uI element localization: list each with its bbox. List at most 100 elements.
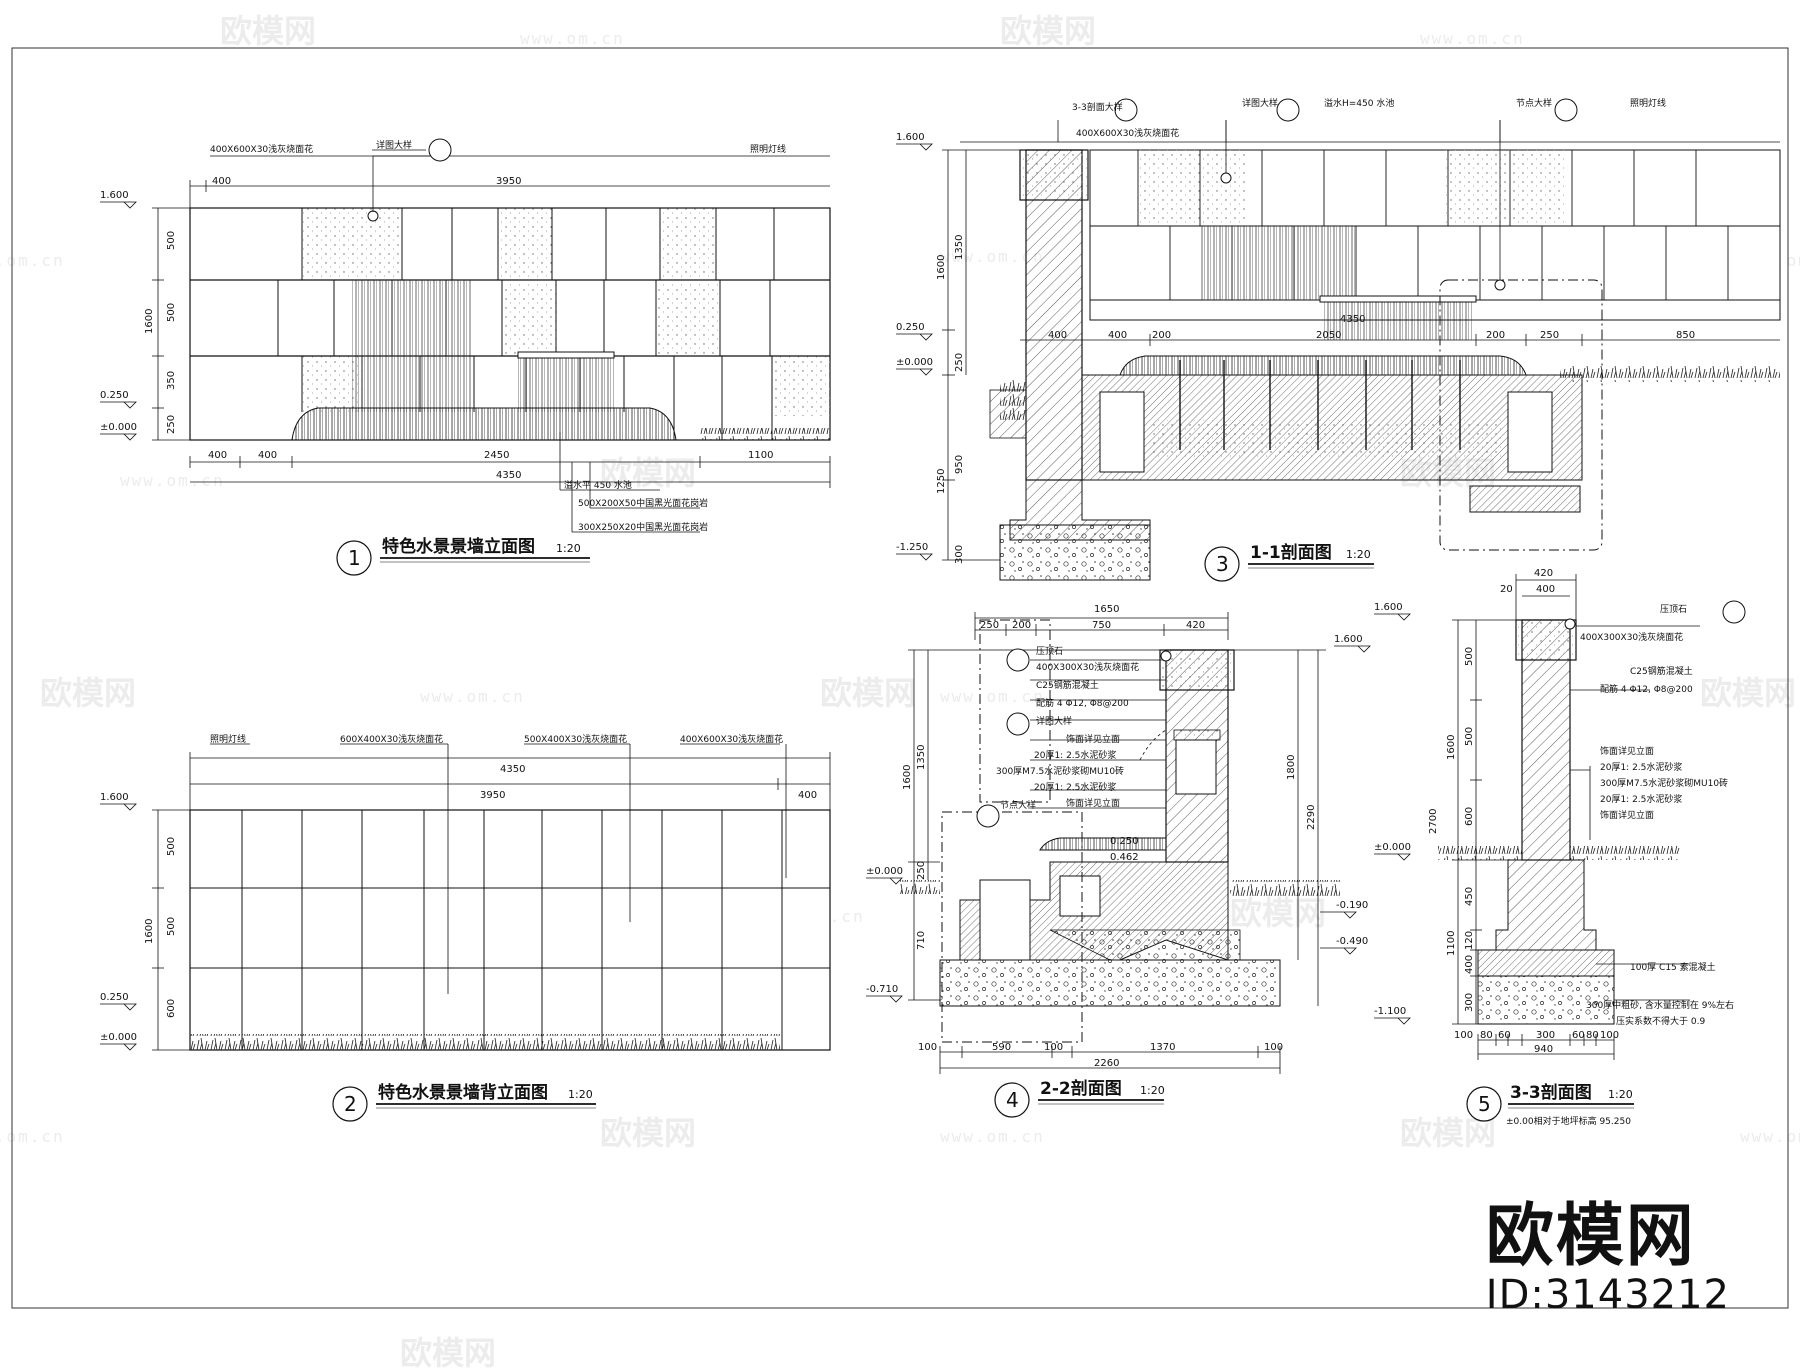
v3-dim-1250: 1250 (936, 469, 947, 494)
v5-level-top: 1.600 (1374, 602, 1403, 613)
v1-note-stone-b: 300X250X20中国黑光面花岗岩 (578, 521, 708, 533)
v3-dim-200b: 200 (1486, 330, 1505, 341)
watermark-url: www.om.cn (940, 687, 1045, 706)
watermark-brand: 欧模网 (600, 1114, 696, 1152)
v5-title: 3-3剖面图 (1510, 1082, 1592, 1103)
v3-dim-400b: 400 (1108, 330, 1127, 341)
v1-dim-h1600: 1600 (144, 309, 155, 334)
v4-note-concrete: C25钢筋混凝土 (1036, 679, 1099, 691)
v5-dim-b80b: 80 (1586, 1030, 1599, 1041)
v4-dim-1600: 1600 (902, 765, 913, 790)
v4-note-mortar2: 20厚1: 2.5水泥砂浆 (1034, 781, 1116, 793)
v1-dim-total: 4350 (496, 470, 521, 481)
v5-dim-b940: 940 (1534, 1044, 1553, 1055)
v1-dim-h500: 500 (166, 231, 177, 250)
v1-level-zero: ±0.000 (100, 422, 137, 433)
v4-level-low: -0.710 (866, 984, 898, 995)
watermark-url: www.om.cn (0, 1127, 65, 1146)
v5-dim-2700: 2700 (1428, 809, 1439, 834)
v1-note-detail: 详图大样 (376, 139, 412, 151)
v3-title-number: 3 (1216, 552, 1229, 576)
watermark-brand: 欧模网 (220, 12, 316, 50)
v1-note-stone: 400X600X30浅灰烧面花 (210, 143, 313, 155)
v4-dim-750: 750 (1092, 620, 1111, 631)
v4-dim-100a: 100 (918, 1042, 937, 1053)
v5-dim-20: 20 (1500, 584, 1513, 595)
v5-dim-b80a: 80 (1480, 1030, 1493, 1041)
v4-note-rebar: 配筋 4 Φ12, Φ8@200 (1036, 697, 1129, 709)
v5-dim-b60a: 60 (1498, 1030, 1511, 1041)
v3-scale: 1:20 (1346, 548, 1371, 561)
v3-dim-2050: 2050 (1316, 330, 1341, 341)
v4-note-mortar1: 20厚1: 2.5水泥砂浆 (1034, 749, 1116, 761)
v5-dim-1600: 1600 (1446, 735, 1457, 760)
v4-dim-2290: 2290 (1306, 805, 1317, 830)
v5-title-number: 5 (1478, 1092, 1491, 1116)
v3-level-mid: 0.250 (896, 322, 925, 333)
v3-note-lamp: 照明灯线 (1630, 97, 1666, 109)
v3-dim-1350: 1350 (954, 235, 965, 260)
v1-dim-b400b: 400 (258, 450, 277, 461)
v5-note-concrete: C25钢筋混凝土 (1630, 665, 1693, 677)
v4-dim-1350: 1350 (916, 745, 927, 770)
v5-note-mortar1: 20厚1: 2.5水泥砂浆 (1600, 761, 1682, 773)
brand-watermark: 欧模网 ID:3143212 (1486, 1203, 1730, 1319)
v2-dim-h500b: 500 (166, 917, 177, 936)
v3-note-stone: 400X600X30浅灰烧面花 (1076, 127, 1179, 139)
watermark-brand: 欧模网 (1230, 894, 1326, 932)
v3-note-pool: 溢水H=450 水池 (1324, 97, 1394, 109)
watermark-url: www.om.cn (420, 687, 525, 706)
v5-dim-b100b: 100 (1600, 1030, 1619, 1041)
v2-level-mid: 0.250 (100, 992, 129, 1003)
v5-dim-b60b: 60 (1572, 1030, 1585, 1041)
v4-dim-250: 250 (980, 620, 999, 631)
v2-dim-h600: 600 (166, 999, 177, 1018)
v4-title: 2-2剖面图 (1040, 1078, 1122, 1099)
v2-level-zero: ±0.000 (100, 1032, 137, 1043)
v5-note-compact: 压实系数不得大于 0.9 (1616, 1015, 1705, 1027)
v2-dim-total: 4350 (500, 764, 525, 775)
v4-note-finish2: 饰面详见立面 (1066, 797, 1120, 809)
v2-note-stone3: 400X600X30浅灰烧面花 (680, 733, 783, 745)
v2-dim-400: 400 (798, 790, 817, 801)
v4-level-top: 1.600 (1334, 634, 1363, 645)
brand-name: 欧模网 (1485, 1197, 1696, 1276)
v1-level-mid: 0.250 (100, 390, 129, 401)
v3-dim-4350: 4350 (1340, 314, 1365, 325)
view-4-section-2-2: 1.600 ±0.000 -0.710 0.250 0.462 -0.190 -… (866, 604, 1371, 1118)
v4-dim-1650: 1650 (1094, 604, 1119, 615)
v5-note-rebar: 配筋 4 Φ12, Φ8@200 (1600, 683, 1693, 695)
v4-note-coping: 压顶石 (1036, 646, 1063, 657)
v4-dim-420: 420 (1186, 620, 1205, 631)
v4-dim-1800: 1800 (1286, 755, 1297, 780)
view-2-back-elevation: 1.600 0.250 ±0.000 照明灯线 600X400X30浅灰烧面花 … (100, 733, 831, 1122)
v4-scale: 1:20 (1140, 1084, 1165, 1097)
view-3-section-1-1: 1.600 0.250 ±0.000 -1.250 3-3剖面大样 400X60… (896, 97, 1781, 582)
watermark-url: www.om.cn (940, 1127, 1045, 1146)
v5-dim-600: 600 (1464, 807, 1475, 826)
v5-dim-420: 420 (1534, 568, 1553, 579)
v5-note-c15: 100厚 C15 素混凝土 (1630, 961, 1716, 973)
v1-dim-b2450: 2450 (484, 450, 509, 461)
v5-note-mortar2: 20厚1: 2.5水泥砂浆 (1600, 793, 1682, 805)
v2-note-stone1: 600X400X30浅灰烧面花 (340, 733, 443, 745)
v2-scale: 1:20 (568, 1088, 593, 1101)
v4-level-zero: ±0.000 (866, 866, 903, 877)
v3-dim-250: 250 (954, 353, 965, 372)
v5-dim-450: 450 (1464, 887, 1475, 906)
v4-note-node: 节点大样 (1000, 799, 1036, 811)
v1-note-lamp: 照明灯线 (750, 143, 786, 155)
view-5-section-3-3: 1.600 ±0.000 -1.100 420 20 400 500 1600 … (1374, 568, 1746, 1127)
v1-note-pool: 溢水平 450 水池 (564, 479, 632, 491)
v4-dim-590: 590 (992, 1042, 1011, 1053)
v2-dim-3950: 3950 (480, 790, 505, 801)
watermark-brand: 欧模网 (40, 674, 136, 712)
view-1-front-elevation: 1.600 0.250 ±0.000 400 3950 500 500 1600… (100, 138, 831, 576)
watermark-brand: 欧模网 (400, 1334, 496, 1371)
watermark-brand: 欧模网 (600, 454, 696, 492)
v5-dim-b100a: 100 (1454, 1030, 1473, 1041)
v3-title: 1-1剖面图 (1250, 542, 1332, 563)
v3-level-low: -1.250 (896, 542, 928, 553)
v4-level-190: -0.190 (1336, 900, 1368, 911)
v2-note-stone2: 500X400X30浅灰烧面花 (524, 733, 627, 745)
